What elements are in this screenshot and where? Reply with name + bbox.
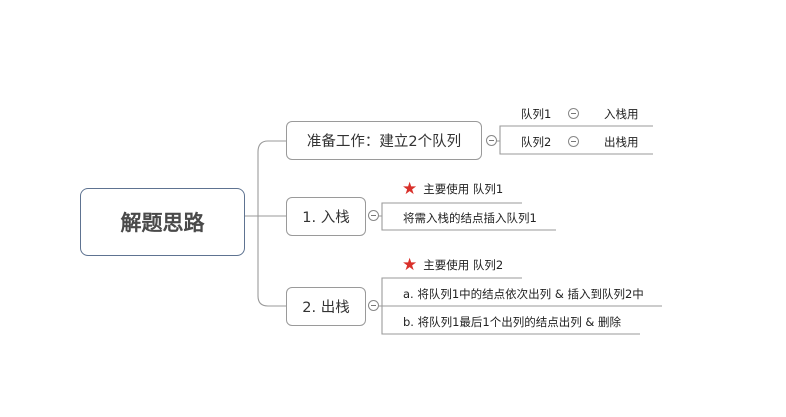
prep-row-1-queue[interactable]: 队列1 — [521, 107, 552, 121]
branch-pop[interactable]: 2. 出栈 — [286, 287, 366, 326]
collapse-pop-icon[interactable] — [368, 300, 379, 311]
prep-row-2-role[interactable]: 出栈用 — [604, 135, 639, 149]
connector-prep-children — [497, 125, 653, 155]
connector-root-pop — [257, 216, 286, 307]
star-icon: ★ — [402, 179, 418, 199]
connector-root-prep — [245, 140, 286, 217]
star-icon: ★ — [402, 255, 418, 275]
branch-prepare[interactable]: 准备工作：建立2个队列 — [286, 121, 482, 160]
branch-prepare-label: 准备工作：建立2个队列 — [306, 134, 462, 150]
branch-push-label: 1. 入栈 — [302, 210, 350, 226]
connector-pop-children — [379, 277, 662, 335]
pop-note-label: 主要使用 队列2 — [423, 258, 504, 272]
push-note[interactable]: ★ 主要使用 队列1 — [402, 179, 504, 199]
pop-step-b[interactable]: b. 将队列1最后1个出列的结点出列 & 删除 — [403, 315, 622, 329]
prep-row-1-role[interactable]: 入栈用 — [604, 107, 639, 121]
collapse-row-2-icon[interactable] — [568, 136, 579, 147]
prep-row-2-queue[interactable]: 队列2 — [521, 135, 552, 149]
root-node[interactable]: 解题思路 — [80, 188, 245, 256]
push-step-1[interactable]: 将需入栈的结点插入队列1 — [403, 211, 537, 225]
branch-pop-label: 2. 出栈 — [302, 300, 350, 316]
collapse-prep-icon[interactable] — [486, 135, 497, 146]
root-label: 解题思路 — [120, 211, 205, 235]
connector-push-children — [379, 202, 556, 231]
pop-step-a[interactable]: a. 将队列1中的结点依次出列 & 插入到队列2中 — [403, 287, 644, 301]
push-note-label: 主要使用 队列1 — [423, 182, 504, 196]
collapse-row-1-icon[interactable] — [568, 108, 579, 119]
branch-push[interactable]: 1. 入栈 — [286, 197, 366, 236]
pop-note[interactable]: ★ 主要使用 队列2 — [402, 255, 504, 275]
collapse-push-icon[interactable] — [368, 210, 379, 221]
